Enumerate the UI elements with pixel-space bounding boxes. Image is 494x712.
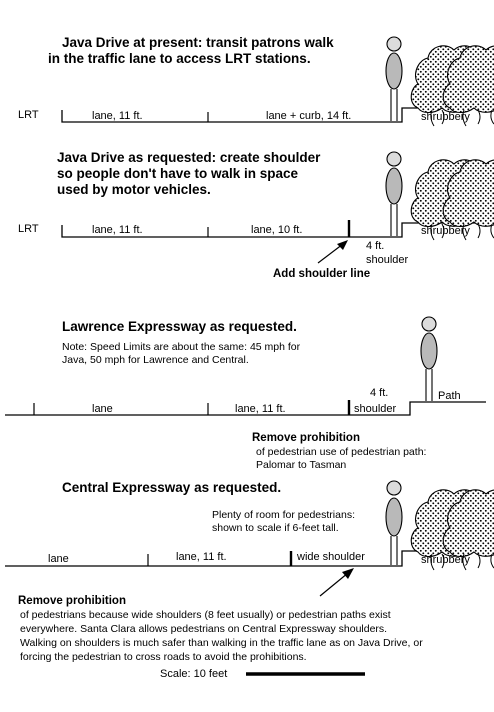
arrow-icon	[317, 240, 348, 264]
footer-line4: forcing the pedestrian to cross roads to…	[20, 651, 307, 663]
pedestrian-icon	[420, 316, 438, 401]
shrubbery-label: shrubbery	[421, 111, 470, 123]
wide-shoulder-label: wide shoulder	[296, 551, 365, 563]
section-java-requested: Java Drive as requested: create shoulder…	[18, 150, 494, 280]
pedestrian-icon	[385, 36, 403, 121]
pedestrian-icon	[385, 151, 403, 236]
lawrence-heading: Lawrence Expressway as requested.	[62, 319, 297, 334]
road-profile	[5, 550, 488, 567]
lane-label: lane, 11 ft.	[235, 403, 286, 415]
lawrence-callout-line2: of pedestrian use of pedestrian path:	[256, 446, 426, 458]
central-heading: Central Expressway as requested.	[62, 480, 281, 495]
lane-label: lane	[48, 553, 69, 565]
lane-label: lane, 11 ft.	[176, 551, 227, 563]
footer-title: Remove prohibition	[18, 595, 126, 607]
lane-label: lane, 10 ft.	[251, 224, 302, 236]
central-note-line1: Plenty of room for pedestrians:	[212, 509, 355, 521]
java-requested-heading-line2: so people don't have to walk in space	[57, 166, 299, 181]
shoulder-label: shoulder	[366, 254, 409, 266]
shoulder-width-label: 4 ft.	[366, 240, 384, 252]
pedestrian-icon	[385, 480, 403, 565]
section-lawrence: Lawrence Expressway as requested. Note: …	[5, 316, 486, 471]
footer-line2: everywhere. Santa Clara allows pedestria…	[20, 623, 387, 635]
section-central: Central Expressway as requested. Plenty …	[5, 480, 494, 597]
arrow-icon	[319, 568, 354, 597]
lane-curb-label: lane + curb, 14 ft.	[266, 110, 351, 122]
add-shoulder-callout: Add shoulder line	[273, 268, 370, 280]
lrt-label: LRT	[18, 223, 39, 235]
java-present-heading-line1: Java Drive at present: transit patrons w…	[62, 35, 334, 50]
lawrence-callout-line3: Palomar to Tasman	[256, 459, 346, 471]
java-requested-heading-line1: Java Drive as requested: create shoulder	[57, 150, 321, 165]
section-java-present: Java Drive at present: transit patrons w…	[18, 35, 494, 127]
footer-line3: Walking on shoulders is much safer than …	[20, 637, 423, 649]
lawrence-note-line2: Java, 50 mph for Lawrence and Central.	[62, 354, 249, 366]
lrt-label: LRT	[18, 109, 39, 121]
footer-text: Remove prohibition of pedestrians becaus…	[18, 595, 423, 680]
lane-label: lane	[92, 403, 113, 415]
java-present-heading-line2: in the traffic lane to access LRT statio…	[48, 51, 311, 66]
lane-label: lane, 11 ft.	[92, 224, 143, 236]
shrubbery-label: shrubbery	[421, 225, 470, 237]
lawrence-callout-title: Remove prohibition	[252, 432, 360, 444]
shrubbery-label: shrubbery	[421, 554, 470, 566]
lawrence-note-line1: Note: Speed Limits are about the same: 4…	[62, 341, 301, 353]
shoulder-width-label: 4 ft.	[370, 387, 388, 399]
central-note-line2: shown to scale if 6-feet tall.	[212, 522, 339, 534]
path-label: Path	[438, 390, 461, 402]
scale-label: Scale: 10 feet	[160, 668, 227, 680]
lane-label: lane, 11 ft.	[92, 110, 143, 122]
java-requested-heading-line3: used by motor vehicles.	[57, 182, 211, 197]
footer-line1: of pedestrians because wide shoulders (8…	[20, 609, 391, 621]
shoulder-label: shoulder	[354, 403, 397, 415]
